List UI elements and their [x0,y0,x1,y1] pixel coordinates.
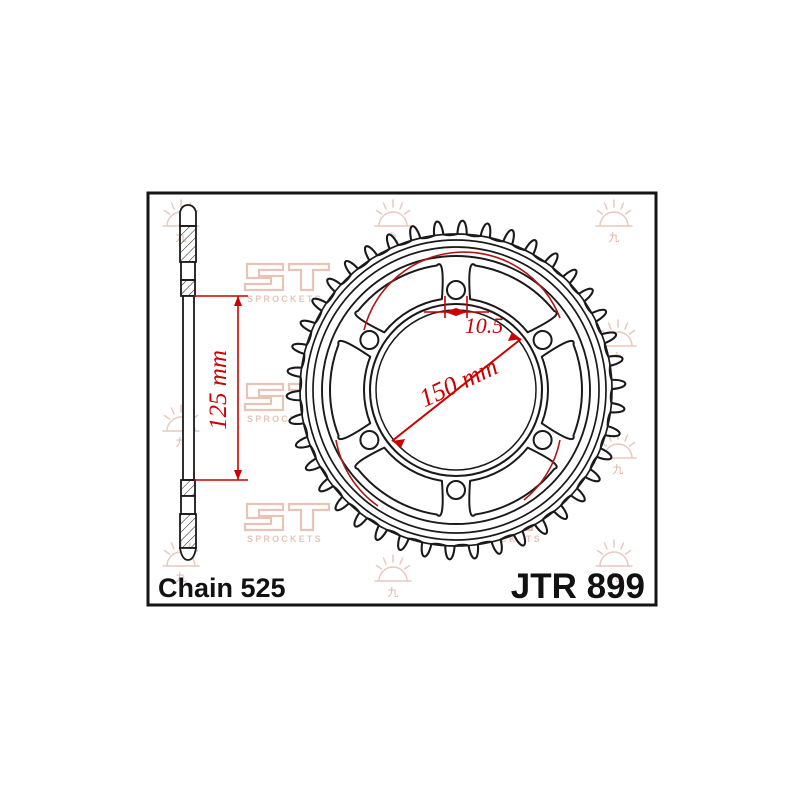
sunrise-watermark-icon [384,429,422,475]
lightening-cutout [354,446,444,517]
bolt-hole [446,480,466,500]
dimension-150mm-label: 150 mm [415,352,503,413]
jt-sprockets-watermark [462,382,550,426]
bolt-hole [359,330,380,350]
sunrise-watermark-icon [384,329,422,375]
lightening-cutout [468,263,558,334]
sunrise-watermark-icon [595,199,633,245]
jt-sprockets-watermark [243,382,331,426]
jt-sprockets-watermark [462,502,550,546]
sprocket-plan-view [285,219,627,561]
sunrise-watermark-icon [599,431,637,477]
bolt-hole [532,330,553,350]
part-number-label: JTR 899 [511,567,645,606]
lightening-cutout [540,339,583,441]
bolt-hole [532,430,553,450]
cross-section-profile [178,204,198,561]
sunrise-watermark-icon [374,199,412,245]
dimension-150mm: 150 mm [335,251,561,507]
jt-sprockets-watermark [243,502,331,546]
sunrise-watermark-icon [599,319,637,365]
jt-sprockets-watermark [243,262,331,306]
bolt-hole [446,280,466,300]
dimension-125mm: 125 mm [194,295,248,481]
lightening-cutout [354,263,444,334]
dimension-10-5-label: 10.5 [465,313,504,338]
drawing-frame [146,191,658,607]
chain-label: Chain 525 [158,573,286,603]
dimension-125mm-label: 125 mm [205,350,232,430]
jt-sprockets-watermark [460,262,548,306]
sunrise-watermark-icon [162,199,200,245]
sunrise-watermark-icon [374,554,412,600]
watermark-layer [162,199,637,600]
lightening-cutout [468,446,558,517]
lightening-cutout [329,339,372,441]
bolt-hole [359,430,380,450]
dimension-10-5: 10.5 [424,296,503,338]
sunrise-watermark-icon [162,404,200,450]
